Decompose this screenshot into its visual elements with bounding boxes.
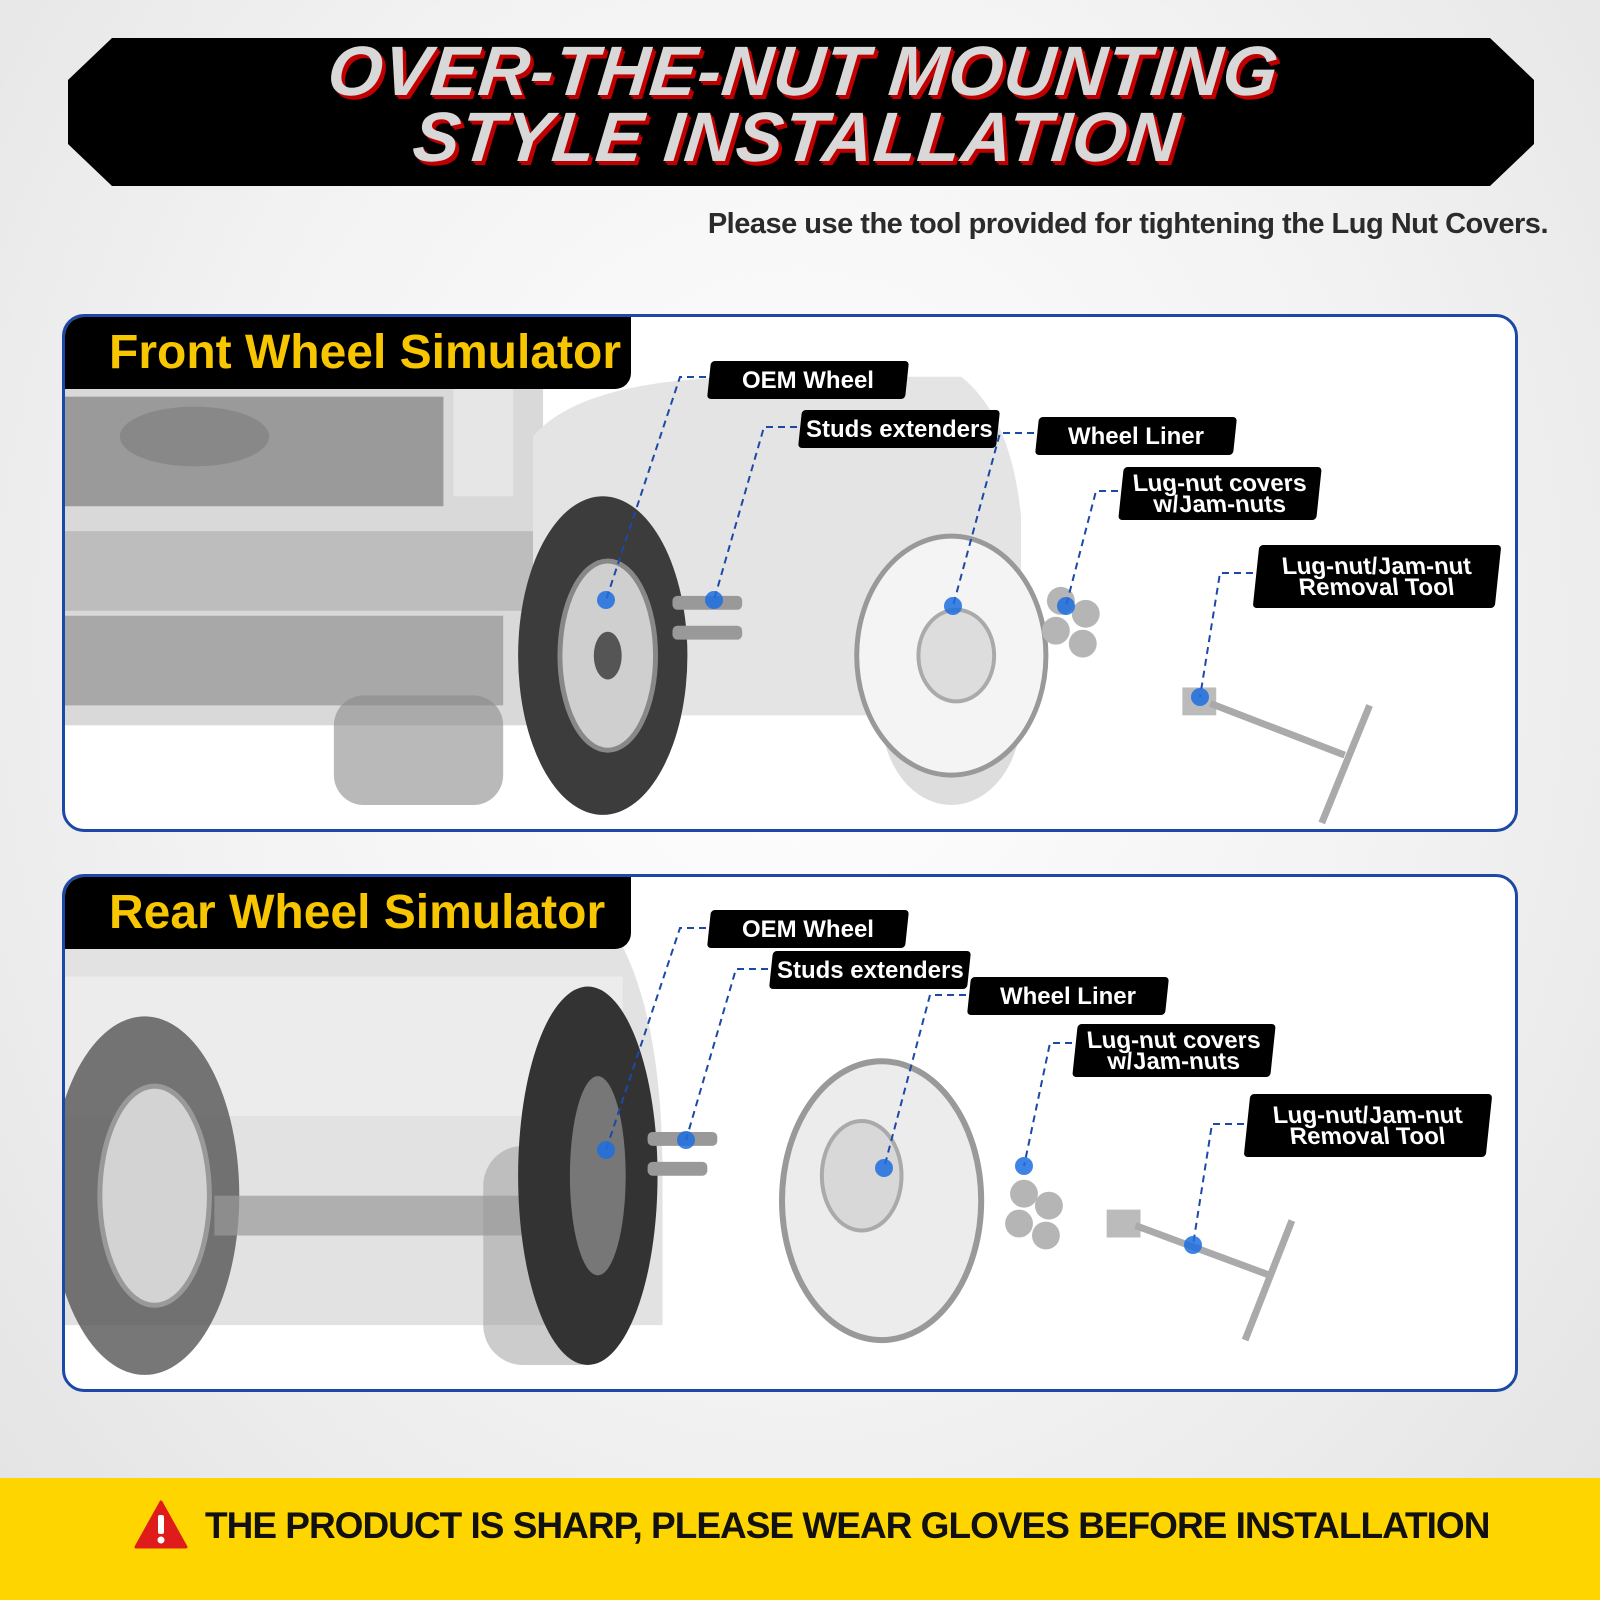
subtitle: Please use the tool provided for tighten… bbox=[707, 208, 1549, 240]
label-wheel-liner: Wheel Liner bbox=[1035, 417, 1237, 455]
front-wheel-panel: Front Wheel Simulator OEM Wheel Studs ex… bbox=[62, 314, 1518, 832]
label-oem-wheel: OEM Wheel bbox=[707, 361, 909, 399]
label-oem-wheel: OEM Wheel bbox=[707, 910, 909, 948]
title-line-1: OVER-THE-NUT MOUNTING bbox=[324, 32, 1283, 110]
label-studs-extenders: Studs extenders bbox=[769, 951, 971, 989]
title-banner bbox=[68, 38, 1534, 186]
label-wheel-liner: Wheel Liner bbox=[967, 977, 1169, 1015]
warning-footer bbox=[0, 1478, 1600, 1600]
title-line-2: STYLE INSTALLATION bbox=[409, 98, 1184, 176]
front-panel-title: Front Wheel Simulator bbox=[65, 317, 631, 389]
label-studs-extenders: Studs extenders bbox=[798, 410, 1000, 448]
warning-icon bbox=[134, 1500, 188, 1549]
rear-panel-title: Rear Wheel Simulator bbox=[65, 877, 631, 949]
warning-text: THE PRODUCT IS SHARP, PLEASE WEAR GLOVES… bbox=[205, 1505, 1490, 1546]
rear-wheel-panel: Rear Wheel Simulator OEM Wheel Studs ext… bbox=[62, 874, 1518, 1392]
rear-truck-illustration bbox=[65, 946, 1296, 1375]
page-title: OVER-THE-NUT MOUNTING STYLE INSTALLATION bbox=[0, 32, 1600, 176]
